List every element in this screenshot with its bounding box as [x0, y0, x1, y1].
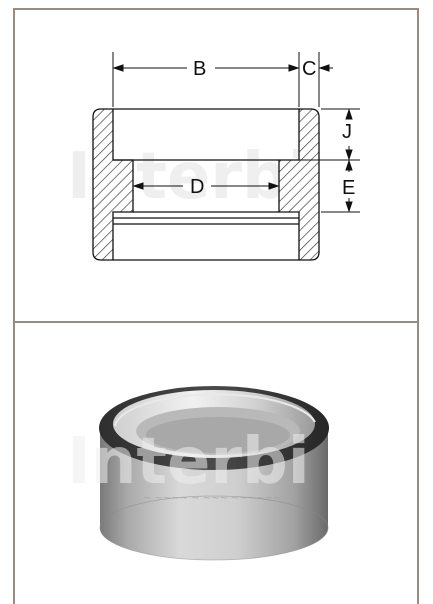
dimension-b-label: B: [193, 58, 206, 80]
stamp-marking: ~ ~~~~ ~ ~~~ ~~~~~~: [143, 493, 281, 504]
dimension-e-label: E: [342, 177, 355, 199]
right-wall-section: [278, 108, 320, 261]
product-photo-panel: ~ ~~~~ ~ ~~~ ~~~~~~ Interbi: [15, 323, 417, 604]
panel-divider: [13, 321, 419, 323]
extension-lines: [112, 52, 360, 213]
dimension-j-label: J: [342, 121, 352, 143]
dimension-j: [345, 108, 353, 161]
socket-weld-cap-photo: ~ ~~~~ ~ ~~~ ~~~~~~ Interbi: [67, 386, 329, 561]
bore-outline: [113, 108, 299, 261]
dimension-d-label: D: [190, 176, 204, 198]
dimension-c: [318, 64, 333, 72]
dimension-d: [132, 182, 280, 190]
dimension-b: [112, 64, 300, 72]
cross-section-panel: Interbi B: [15, 10, 417, 321]
photo-watermark: Interbi: [67, 425, 310, 499]
dimension-e: [345, 159, 353, 213]
figure-frame: [13, 8, 419, 604]
left-wall-section: [92, 108, 134, 261]
cross-section-drawing: Interbi B: [67, 52, 360, 261]
dimension-c-label: C: [302, 58, 316, 80]
